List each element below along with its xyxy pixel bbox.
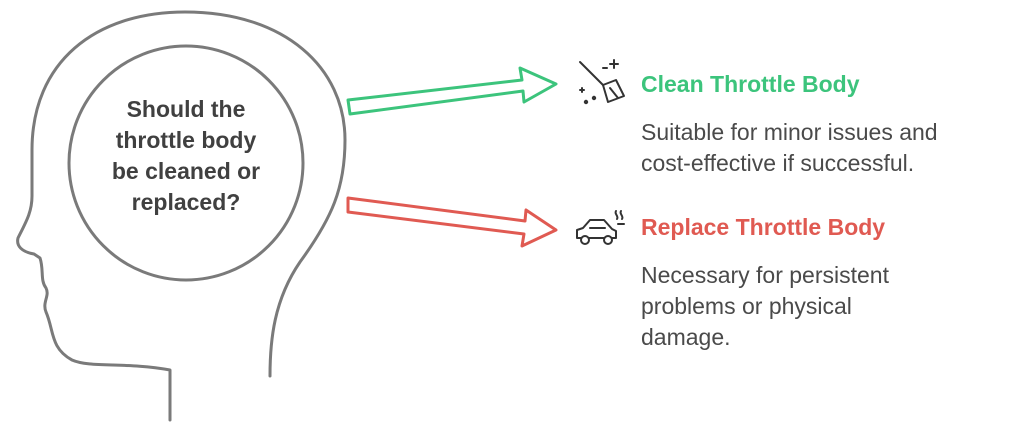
option-clean-description: Suitable for minor issues and cost-effec… <box>641 117 1001 179</box>
thought-circle <box>67 44 305 282</box>
question-line-1: Should the <box>126 96 246 122</box>
option-replace-title: Replace Throttle Body <box>641 214 886 240</box>
broom-sparkles-icon <box>579 59 625 105</box>
option-clean-desc-line-2: cost-effective if successful. <box>641 150 915 176</box>
option-clean-title: Clean Throttle Body <box>641 71 860 97</box>
question-text: Should the throttle body be cleaned or r… <box>86 94 286 218</box>
option-replace-desc-line-3: damage. <box>641 324 731 350</box>
question-line-2: throttle body <box>115 127 257 153</box>
arrow-clean <box>346 66 558 116</box>
arrow-replace <box>346 196 558 248</box>
option-replace-description: Necessary for persistent problems or phy… <box>641 260 1001 353</box>
car-smoke-icon <box>576 210 625 245</box>
question-line-4: replaced? <box>131 189 241 215</box>
question-line-3: be cleaned or <box>111 158 261 184</box>
option-clean-desc-line-1: Suitable for minor issues and <box>641 119 938 145</box>
option-replace-desc-line-2: problems or physical <box>641 293 852 319</box>
option-replace-desc-line-1: Necessary for persistent <box>641 262 889 288</box>
head-silhouette <box>16 10 347 422</box>
